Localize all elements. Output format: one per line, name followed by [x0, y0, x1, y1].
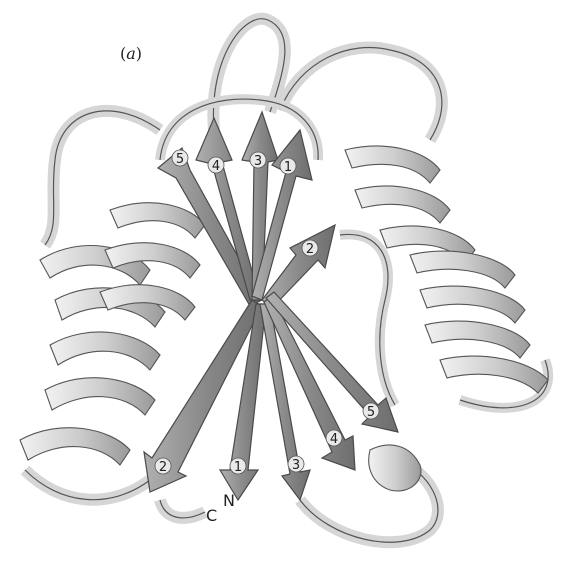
right-helix-coil [420, 286, 525, 323]
right-helix-coil [425, 321, 530, 358]
label-bottom-3: 3 [292, 458, 300, 473]
label-n-terminus: N [223, 491, 235, 510]
left-helix-coil [20, 428, 130, 465]
right-helix-coil [345, 146, 440, 183]
label-bottom-2: 2 [159, 460, 167, 475]
label-top-4: 4 [212, 159, 220, 174]
top-loop [213, 19, 284, 140]
right-helix-coil [355, 186, 450, 223]
label-bottom-1: 1 [234, 460, 242, 475]
lower-strands [144, 292, 398, 500]
right-helix-coil [410, 251, 515, 288]
right-helix-coil [440, 356, 548, 393]
label-right-2: 2 [306, 242, 314, 257]
label-top-1: 1 [284, 160, 292, 175]
label-bottom-5: 5 [367, 405, 375, 420]
left-helix-coil [50, 332, 160, 370]
left-helix-coil [45, 378, 155, 415]
lower-right-helix [369, 445, 421, 491]
right-helices [345, 146, 548, 491]
left-inner-helix [110, 203, 205, 238]
label-top-5: 5 [176, 152, 184, 167]
label-bottom-4: 4 [330, 432, 338, 447]
left-inner-helix [105, 243, 200, 278]
label-c-terminus: C [206, 506, 217, 525]
left-loop [45, 111, 160, 245]
label-top-3: 3 [254, 154, 262, 169]
